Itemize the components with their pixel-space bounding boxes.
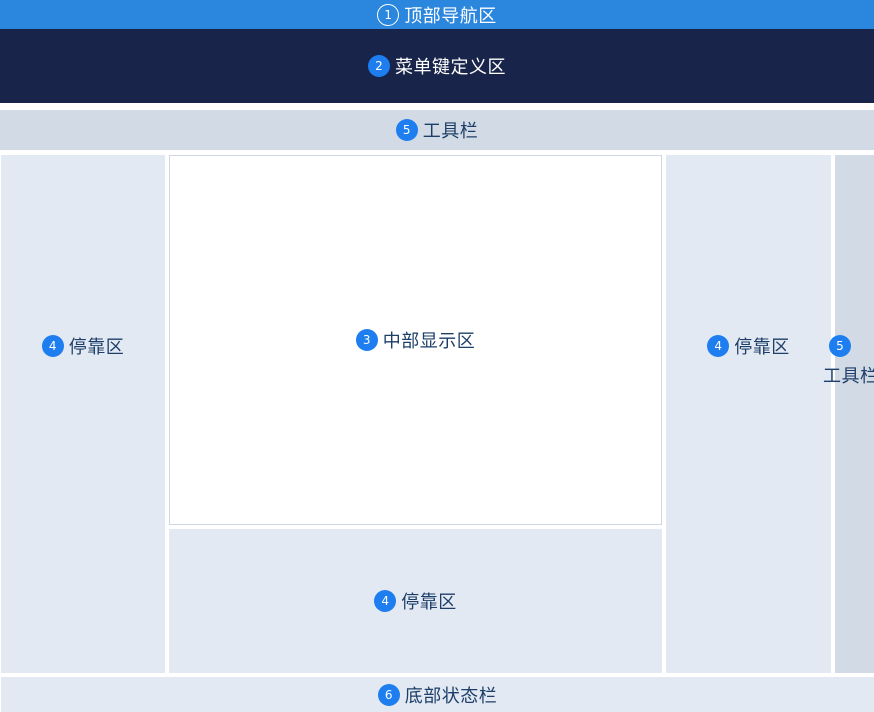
- dock-left-label: 4 停靠区: [41, 333, 125, 359]
- number-badge-1: 1: [377, 3, 400, 26]
- center-display-text: 中部显示区: [382, 331, 476, 352]
- number-badge-4: 4: [41, 334, 64, 357]
- toolbar-right-area: 5 工具栏: [823, 155, 874, 673]
- menu-key-definition-text: 菜单键定义区: [395, 57, 506, 78]
- center-display-area: 3 中部显示区: [169, 155, 662, 525]
- top-navigation-area: 1 顶部导航区: [0, 0, 874, 29]
- dock-area-right: 4 停靠区: [666, 155, 831, 673]
- status-bar-text: 底部状态栏: [404, 685, 498, 707]
- toolbar-top-label: 5 工具栏: [395, 117, 479, 143]
- number-badge-5: 5: [829, 335, 851, 357]
- status-bar-label: 6 底部状态栏: [377, 682, 498, 708]
- center-display-label: 3 中部显示区: [355, 327, 476, 353]
- number-badge-5: 5: [395, 119, 418, 141]
- dock-right-label: 4 停靠区: [707, 333, 790, 359]
- number-badge-2: 2: [368, 55, 390, 77]
- dock-area-left: 4 停靠区: [1, 155, 165, 673]
- number-badge-4: 4: [374, 590, 397, 612]
- number-badge-4: 4: [707, 335, 730, 357]
- toolbar-right-text: 工具栏: [823, 366, 874, 387]
- dock-bottom-label: 4 停靠区: [374, 588, 457, 614]
- toolbar-top-text: 工具栏: [422, 121, 479, 142]
- bottom-status-bar-area: 6 底部状态栏: [1, 677, 874, 712]
- toolbar-top-area: 5 工具栏: [0, 110, 874, 150]
- dock-bottom-text: 停靠区: [401, 592, 457, 613]
- toolbar-right-label: 5 工具栏: [823, 335, 874, 388]
- number-badge-3: 3: [355, 329, 378, 351]
- number-badge-6: 6: [377, 683, 400, 706]
- dock-left-text: 停靠区: [68, 336, 125, 358]
- menu-key-definition-label: 2 菜单键定义区: [368, 53, 506, 79]
- top-navigation-label: 1 顶部导航区: [377, 2, 497, 28]
- dock-area-bottom: 4 停靠区: [169, 529, 662, 673]
- menu-key-definition-area: 2 菜单键定义区: [0, 29, 874, 103]
- dock-right-text: 停靠区: [734, 337, 790, 358]
- top-navigation-text: 顶部导航区: [404, 5, 497, 27]
